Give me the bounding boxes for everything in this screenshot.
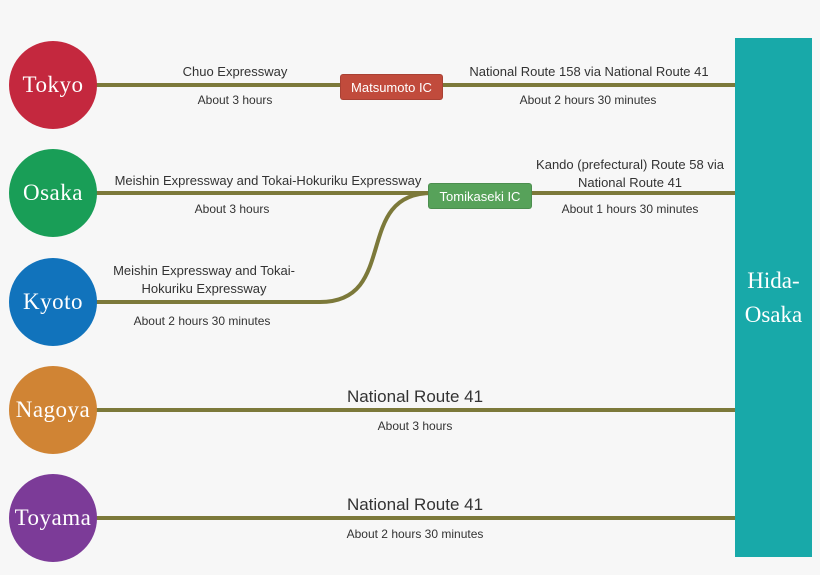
nagoya-road-label: National Route 41: [346, 387, 484, 406]
ic-badge-matsumoto: Matsumoto IC: [340, 74, 443, 100]
kyoto-time-label: About 2 hours 30 minutes: [133, 314, 271, 328]
city-label-nagoya: Nagoya: [15, 397, 91, 422]
city-label-kyoto: Kyoto: [23, 289, 83, 314]
city-node-kyoto: Kyoto: [9, 258, 97, 346]
toyama-road-label: National Route 41: [346, 495, 484, 514]
osaka-segment2-time-label: About 1 hours 30 minutes: [561, 202, 699, 216]
destination-label: Hida- Osaka: [745, 264, 802, 331]
route-line-kyoto: [53, 191, 433, 304]
osaka-segment1-road-label: Meishin Expressway and Tokai-Hokuriku Ex…: [114, 173, 422, 188]
osaka-segment1-time-label: About 3 hours: [194, 202, 270, 216]
ic-badge-tomikaseki: Tomikaseki IC: [428, 183, 532, 209]
city-label-toyama: Toyama: [14, 505, 92, 530]
osaka-segment2-road-label: Kando (prefectural) Route 58 via Nationa…: [536, 157, 724, 190]
city-label-osaka: Osaka: [23, 180, 83, 205]
destination-label-line2: Osaka: [744, 301, 803, 327]
tokyo-segment1-road-label: Chuo Expressway: [182, 64, 288, 79]
tokyo-segment2-road-label: National Route 158 via National Route 41: [469, 64, 709, 79]
toyama-time-label: About 2 hours 30 minutes: [346, 527, 484, 541]
nagoya-time-label: About 3 hours: [377, 419, 453, 433]
destination-label-line1: Hida-: [747, 268, 800, 294]
city-label-tokyo: Tokyo: [22, 72, 84, 97]
city-node-toyama: Toyama: [9, 474, 97, 562]
city-node-nagoya: Nagoya: [9, 366, 97, 454]
tokyo-segment1-time-label: About 3 hours: [197, 93, 273, 107]
city-node-tokyo: Tokyo: [9, 41, 97, 129]
city-node-osaka: Osaka: [9, 149, 97, 237]
tokyo-segment2-time-label: About 2 hours 30 minutes: [519, 93, 657, 107]
kyoto-road-label: Meishin Expressway and Tokai-Hokuriku Ex…: [113, 263, 295, 296]
destination-box: Hida- Osaka: [735, 38, 812, 557]
